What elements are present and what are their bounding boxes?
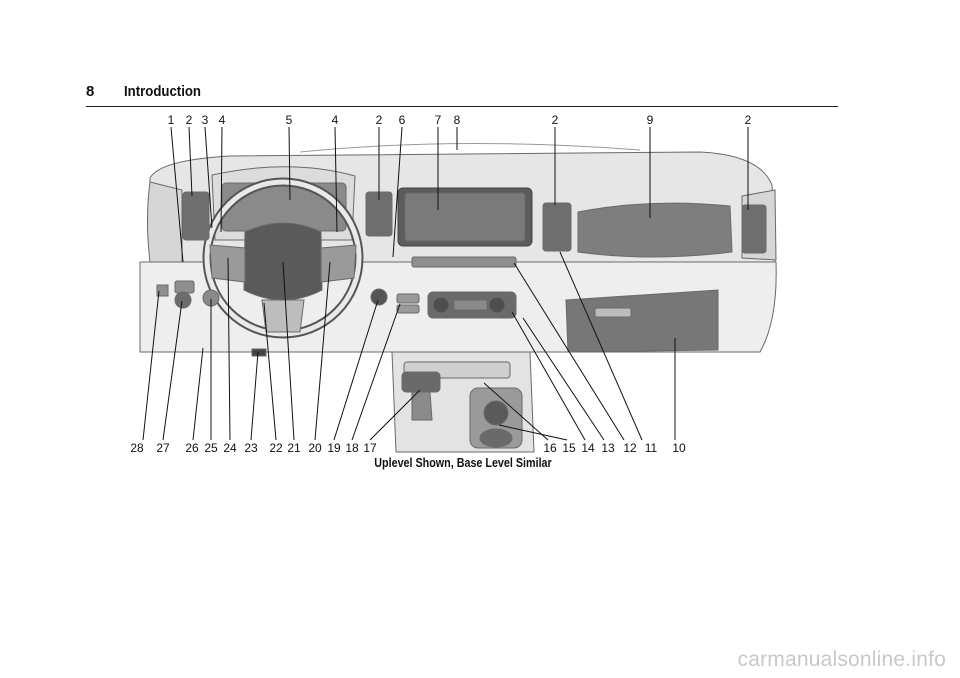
callout-8: 8 <box>454 113 461 127</box>
callout-7: 7 <box>435 113 442 127</box>
dashboard-drawing <box>139 142 777 453</box>
callout-13: 13 <box>601 441 615 455</box>
callouts-top: 1 2 3 4 5 4 2 6 7 8 2 9 2 <box>168 113 752 127</box>
callout-25: 25 <box>204 441 218 455</box>
watermark-text[interactable]: carmanualsonline.info <box>737 648 946 671</box>
callout-18: 18 <box>345 441 359 455</box>
callout-5: 5 <box>286 113 293 127</box>
callout-20: 20 <box>308 441 322 455</box>
callout-2-second: 2 <box>376 113 383 127</box>
callout-17: 17 <box>363 441 377 455</box>
callout-12: 12 <box>623 441 637 455</box>
callout-26: 26 <box>185 441 199 455</box>
callout-21: 21 <box>287 441 301 455</box>
callout-11: 11 <box>645 441 658 455</box>
callouts-bottom: 28 27 26 25 24 23 22 21 20 19 18 17 16 1… <box>130 441 686 455</box>
callout-23: 23 <box>244 441 258 455</box>
callout-2-fourth: 2 <box>745 113 752 127</box>
callout-4-second: 4 <box>332 113 339 127</box>
section-title: Introduction <box>124 83 201 100</box>
callout-9: 9 <box>647 113 654 127</box>
callout-6: 6 <box>399 113 406 127</box>
callout-10: 10 <box>672 441 686 455</box>
callout-14: 14 <box>581 441 595 455</box>
callout-28: 28 <box>130 441 144 455</box>
callout-1: 1 <box>168 113 175 127</box>
callout-22: 22 <box>269 441 283 455</box>
callout-3: 3 <box>202 113 209 127</box>
page-number: 8 <box>86 83 95 100</box>
callout-15: 15 <box>562 441 576 455</box>
callout-2: 2 <box>186 113 193 127</box>
page-header: 8 Introduction <box>86 80 838 107</box>
callout-19: 19 <box>327 441 341 455</box>
figure-caption: Uplevel Shown, Base Level Similar <box>374 456 552 470</box>
callout-16: 16 <box>543 441 557 455</box>
callout-24: 24 <box>223 441 237 455</box>
callout-2-third: 2 <box>552 113 559 127</box>
callout-4: 4 <box>219 113 226 127</box>
callout-leader-lines <box>142 126 749 441</box>
callout-27: 27 <box>156 441 170 455</box>
